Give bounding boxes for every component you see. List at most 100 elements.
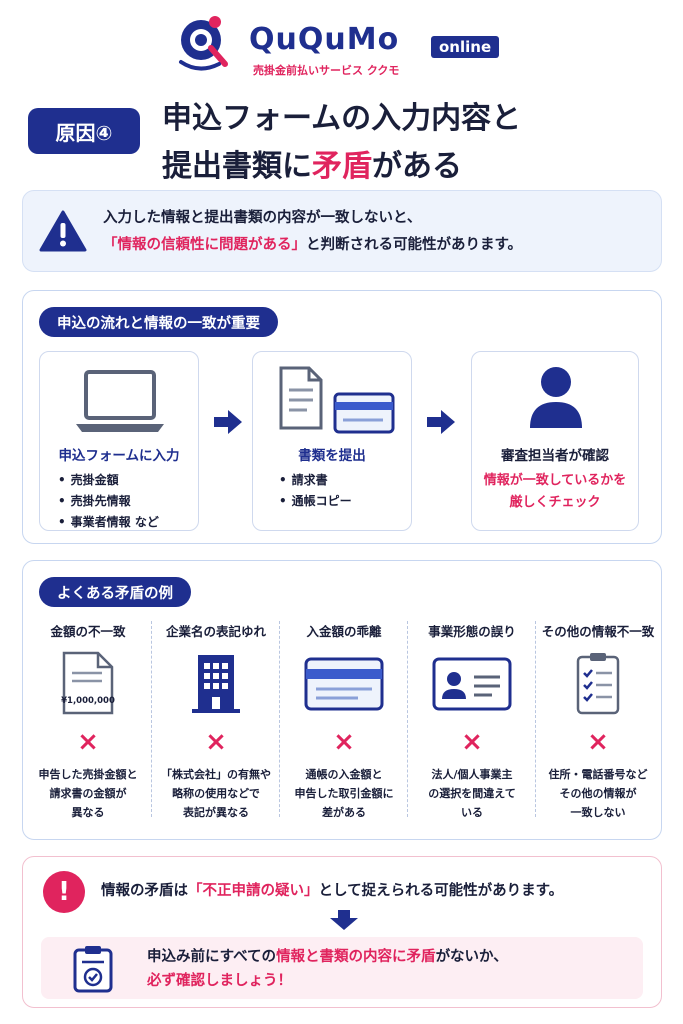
flow-step-title: 書類を提出 [298, 448, 366, 464]
example-description: 住所・電話番号など その他の情報が 一致しない [535, 765, 661, 822]
cause-badge: 原因④ [28, 108, 140, 154]
examples-heading: よくある矛盾の例 [39, 577, 191, 607]
desc-line: 通帳の入金額と [305, 768, 383, 781]
logo-name: QuQuMo [249, 22, 400, 57]
flow-step-documents: 書類を提出 請求書 通帳コピー [252, 351, 412, 531]
desc-line: 異なる [71, 806, 105, 819]
flow-step-note: 情報が一致しているかを 厳しくチェック [472, 470, 638, 514]
arrow-right-icon [427, 410, 455, 434]
example-amount-mismatch: 金額の不一致 ¥1,000,000 × 申告した売掛金額と 請求書の金額が 異な… [25, 613, 151, 823]
desc-line: 申告した取引金額に [294, 787, 394, 800]
title-line-2: 提出書類に矛盾がある [162, 143, 521, 191]
arrow-down-icon [330, 910, 358, 930]
text-highlight: 「不正申請の疑い」 [188, 883, 319, 899]
warning-text: 入力した情報と提出書類の内容が一致しないと、 「情報の信頼性に問題がある」と判断… [103, 205, 522, 259]
desc-line: 請求書の金額が [49, 787, 127, 800]
laptop-icon [76, 370, 164, 432]
text-part: 情報の矛盾は [101, 883, 188, 899]
example-other-info: その他の情報不一致 × 住所・電話番号など その他の情報が 一致しない [535, 613, 661, 823]
title-highlight: 矛盾 [312, 149, 372, 184]
document-icon [279, 366, 323, 430]
example-title: 入金額の乖離 [306, 624, 382, 639]
fraud-warning-box: ! 情報の矛盾は「不正申請の疑い」として捉えられる可能性があります。 申込み前に… [22, 856, 662, 1008]
example-title: 金額の不一致 [50, 624, 126, 639]
divider [535, 621, 536, 817]
example-deposit-gap: 入金額の乖離 × 通帳の入金額と 申告した取引金額に 差がある [281, 613, 407, 823]
divider [151, 621, 152, 817]
warning-triangle-icon [39, 210, 87, 252]
fraud-warning-text: 情報の矛盾は「不正申請の疑い」として捉えられる可能性があります。 [101, 879, 563, 900]
title-line-1: 申込フォームの入力内容と [162, 101, 522, 136]
flow-section: 申込の流れと情報の一致が重要 申込フォームに入力 売掛金額 売掛先情報 事業者情… [22, 290, 662, 544]
confirm-text: 申込み前にすべての情報と書類の内容に矛盾がないか、 必ず確認しましょう！ [147, 945, 508, 993]
desc-line: その他の情報が [559, 787, 637, 800]
title-part: がある [372, 149, 462, 184]
list-item: 売掛金額 [58, 470, 159, 491]
confirm-line-2: 必ず確認しましょう！ [147, 973, 292, 989]
person-icon [530, 367, 582, 428]
text-highlight: 情報と書類の内容に矛盾 [276, 949, 436, 965]
desc-line: 略称の使用などで [172, 787, 260, 800]
desc-line: 一致しない [570, 806, 626, 819]
bankbook-icon [304, 657, 384, 711]
desc-line: 「株式会社」の有無や [161, 768, 271, 781]
example-business-type: 事業形態の誤り × 法人/個人事業主 の選択を間違えて いる [409, 613, 535, 823]
divider [407, 621, 408, 817]
text-part: がないか、 [435, 949, 508, 965]
logo: QuQuMo online 売掛金前払いサービス ククモ [175, 12, 515, 82]
confirm-box: 申込み前にすべての情報と書類の内容に矛盾がないか、 必ず確認しましょう！ [41, 937, 643, 999]
flow-heading: 申込の流れと情報の一致が重要 [39, 307, 278, 337]
cross-mark-icon: × [461, 727, 483, 757]
text-part: 申込み前にすべての [147, 949, 277, 965]
examples-section: よくある矛盾の例 金額の不一致 ¥1,000,000 × 申告した売掛金額と 請… [22, 560, 662, 840]
confirm-line-1: 申込み前にすべての情報と書類の内容に矛盾がないか、 [147, 945, 508, 969]
invoice-amount: ¥1,000,000 [61, 696, 115, 706]
invoice-icon: ¥1,000,000 [61, 651, 115, 715]
title-part: 提出書類に [162, 149, 312, 184]
page-title: 申込フォームの入力内容と 提出書類に矛盾がある [162, 95, 521, 191]
example-company-name: 企業名の表記ゆれ × 「株式会社」の有無や 略称の使用などで 表記が異なる [153, 613, 279, 823]
checklist-icon [576, 653, 620, 715]
example-title: 事業形態の誤り [428, 624, 516, 639]
list-item: 請求書 [279, 470, 352, 491]
flow-step-title: 申込フォームに入力 [58, 448, 180, 464]
cross-mark-icon: × [77, 727, 99, 757]
list-item: 事業者情報 など [58, 512, 159, 533]
warning-box: 入力した情報と提出書類の内容が一致しないと、 「情報の信頼性に問題がある」と判断… [22, 190, 662, 272]
warning-line-1: 入力した情報と提出書類の内容が一致しないと、 [103, 210, 422, 226]
bankbook-icon [333, 392, 395, 434]
desc-line: 差がある [322, 806, 366, 819]
divider [279, 621, 280, 817]
example-description: 法人/個人事業主 の選択を間違えて いる [409, 765, 535, 822]
warning-line-2: 「情報の信頼性に問題がある」と判断される可能性があります。 [103, 232, 522, 259]
note-line: 情報が一致しているかを [483, 473, 627, 488]
building-icon [192, 655, 240, 713]
flow-step-list: 請求書 通帳コピー [279, 470, 352, 512]
flow-step-form: 申込フォームに入力 売掛金額 売掛先情報 事業者情報 など [39, 351, 199, 531]
flow-step-title: 審査担当者が確認 [501, 448, 609, 464]
flow-step-list: 売掛金額 売掛先情報 事業者情報 など [58, 470, 159, 533]
clipboard-check-icon [73, 946, 113, 993]
cross-mark-icon: × [587, 727, 609, 757]
example-description: 申告した売掛金額と 請求書の金額が 異なる [25, 765, 151, 822]
desc-line: 表記が異なる [183, 806, 249, 819]
flow-step-review: 審査担当者が確認 情報が一致しているかを 厳しくチェック [471, 351, 639, 531]
ququmo-logo-icon [179, 16, 228, 71]
desc-line: 法人/個人事業主 [431, 768, 513, 781]
warning-highlight: 「情報の信頼性に問題がある」 [103, 237, 306, 253]
example-title: その他の情報不一致 [541, 624, 655, 639]
warning-rest: と判断される可能性があります。 [306, 237, 523, 253]
desc-line: いる [461, 806, 483, 819]
note-line: 厳しくチェック [509, 495, 601, 510]
example-description: 「株式会社」の有無や 略称の使用などで 表記が異なる [153, 765, 279, 822]
example-title: 企業名の表記ゆれ [165, 624, 266, 639]
cross-mark-icon: × [205, 727, 227, 757]
desc-line: 住所・電話番号など [548, 768, 648, 781]
list-item: 売掛先情報 [58, 491, 159, 512]
text-part: として捉えられる可能性があります。 [318, 883, 564, 899]
arrow-right-icon [214, 410, 242, 434]
list-item: 通帳コピー [279, 491, 352, 512]
alert-icon: ! [43, 871, 85, 913]
logo-online-badge: online [431, 36, 500, 58]
logo-tagline: 売掛金前払いサービス ククモ [253, 64, 400, 77]
